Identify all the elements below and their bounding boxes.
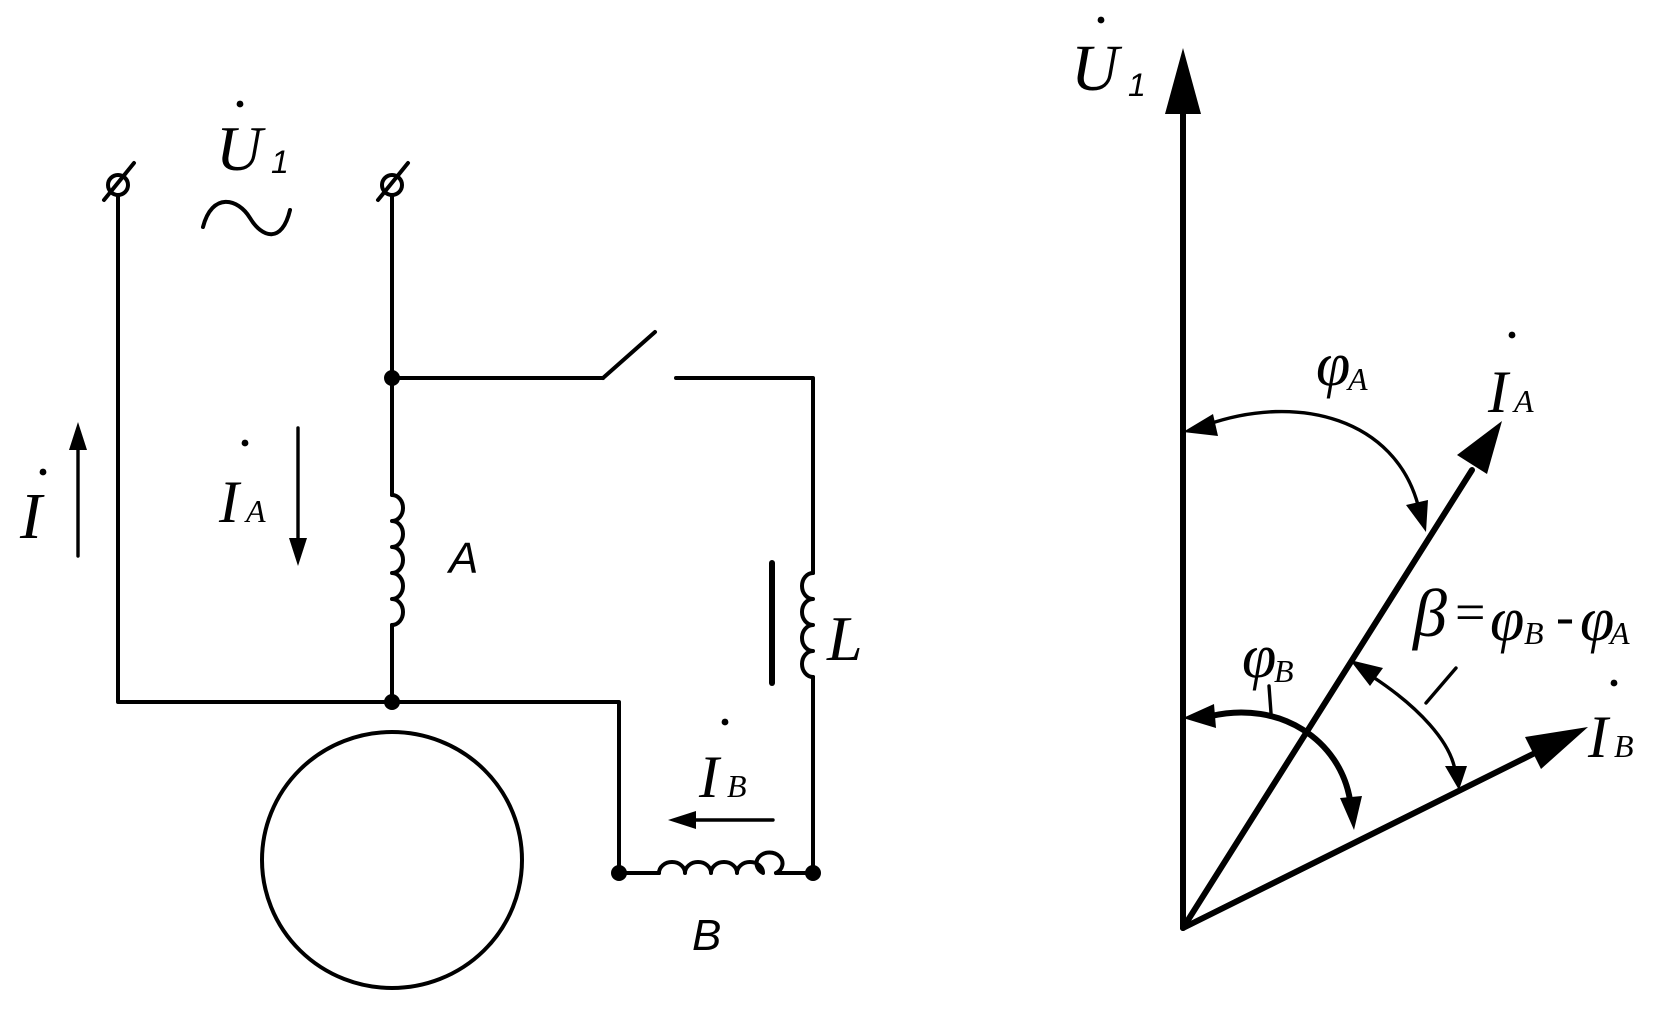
label-angle-phi-a: φ A [1316, 331, 1368, 399]
node-dot-b-left [611, 865, 627, 881]
switch-blade [601, 330, 657, 380]
wire-to-winding-b [390, 700, 621, 875]
svg-text:β: β [1411, 575, 1447, 651]
angle-arc-phi-a [1183, 409, 1428, 532]
svg-text:A: A [1608, 615, 1630, 651]
winding-a [390, 376, 405, 704]
arrow-supply-current-icon [69, 422, 87, 558]
svg-text:1: 1 [271, 144, 289, 180]
winding-b [617, 850, 815, 875]
svg-text:φ: φ [1242, 623, 1276, 691]
svg-text:φ: φ [1316, 331, 1350, 399]
svg-text:1: 1 [1128, 67, 1146, 103]
svg-text:B: B [1614, 728, 1634, 764]
svg-text:I: I [1587, 704, 1611, 770]
svg-text:A: A [1346, 361, 1368, 397]
svg-text:U: U [216, 113, 266, 184]
arrow-branch-b-current-icon [668, 811, 775, 829]
svg-text:B: B [727, 768, 747, 804]
svg-text:U: U [1071, 32, 1123, 105]
label-supply-current: I [19, 468, 47, 553]
label-angle-phi-b: φ B [1242, 623, 1294, 691]
svg-text:I: I [218, 469, 242, 535]
phasor-voltage [1165, 48, 1201, 931]
label-winding-a: A [446, 534, 478, 583]
label-phasor-voltage: U 1 [1071, 16, 1146, 105]
wire-switch-to-inductor [674, 376, 815, 575]
svg-text:I: I [1487, 359, 1511, 425]
svg-text:I: I [19, 480, 45, 553]
svg-text:I: I [698, 744, 722, 810]
label-phasor-current-a: I A [1487, 331, 1534, 425]
circuit-schematic: U 1 I I A I B A B L [19, 100, 863, 990]
label-inductor: L [826, 603, 863, 674]
node-dot-b-right [805, 865, 821, 881]
label-supply-voltage: U 1 [216, 100, 289, 184]
svg-text:-: - [1556, 586, 1574, 646]
label-angle-beta-equation: β = φ B - φ A [1411, 575, 1630, 654]
phasor-current-b [1180, 727, 1588, 931]
ac-source-tilde-icon [201, 199, 292, 237]
phasor-diagram: U 1 I A I B φ A φ B β = φ B - φ A [1071, 16, 1634, 931]
svg-text:A: A [244, 493, 266, 529]
label-phasor-current-b: I B [1587, 679, 1634, 770]
svg-text:=: = [1455, 582, 1485, 642]
inductor-l [769, 560, 815, 875]
label-branch-b-current: I B [698, 718, 747, 810]
svg-text:φ: φ [1580, 586, 1614, 654]
wire-left-supply [116, 194, 394, 704]
svg-text:A: A [1512, 383, 1534, 419]
label-branch-a-current: I A [218, 439, 266, 535]
angle-arc-phi-b [1183, 684, 1362, 830]
svg-text:B: B [1524, 615, 1544, 651]
svg-text:φ: φ [1490, 586, 1524, 654]
phasor-current-a [1180, 421, 1502, 931]
angle-arc-beta [1350, 660, 1467, 790]
motor-rotor [260, 730, 524, 990]
arrow-branch-a-current-icon [289, 426, 307, 566]
label-winding-b: B [692, 911, 721, 960]
svg-text:B: B [1274, 653, 1294, 689]
